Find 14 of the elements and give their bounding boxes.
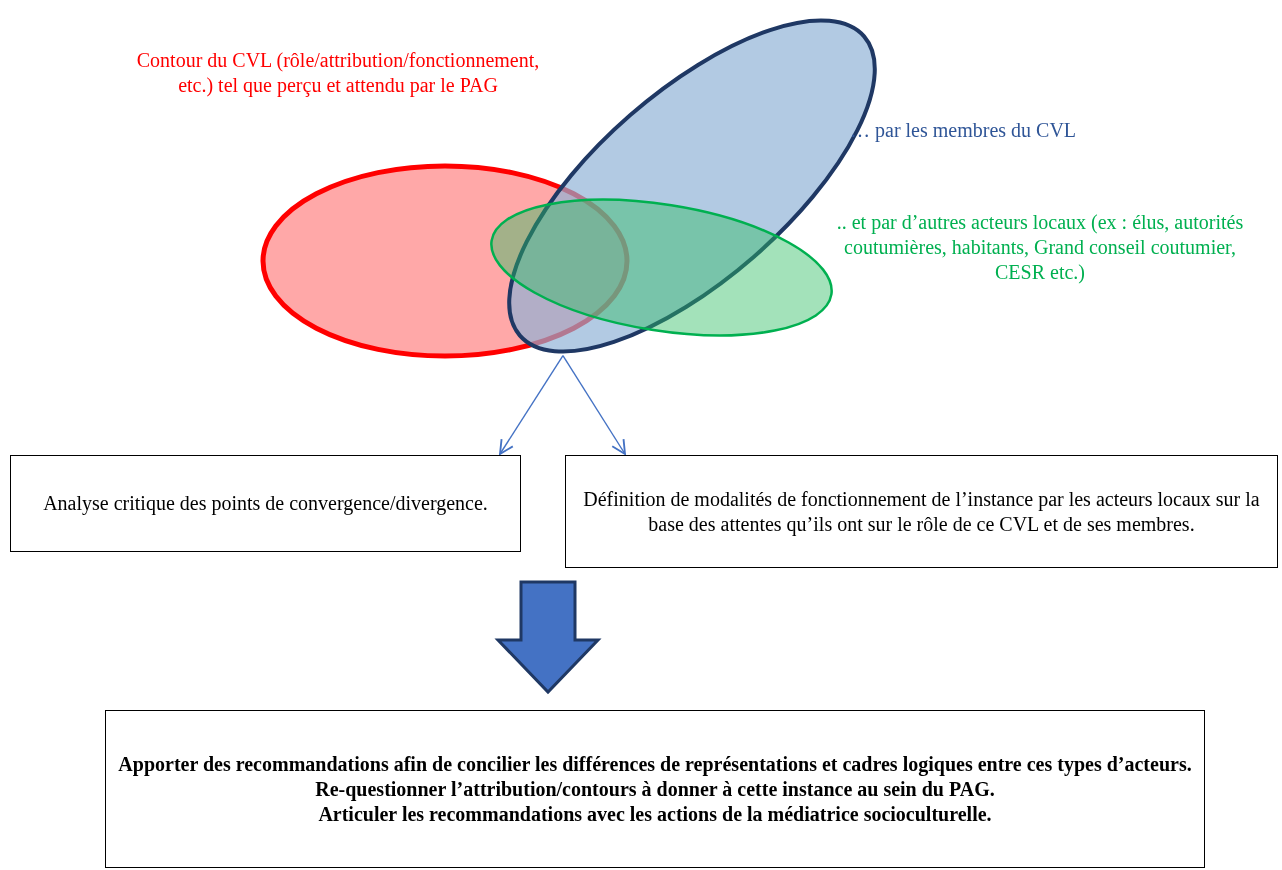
text-box (565, 455, 1278, 568)
text-box (10, 455, 521, 552)
arrow (499, 354, 564, 455)
box-text: Articuler les recommandations avec les actions de la médiatrice socioculturelle. (318, 801, 992, 827)
box-text: Analyse critique des points de convergence/divergence. (43, 491, 488, 516)
block-arrow (494, 580, 602, 695)
ellipse-caption: .. et par d’autres acteurs locaux (ex : élus, autorités coutumières, habitants, Grand conseil coutumier, CESR etc.) (836, 210, 1244, 285)
ellipse-caption: … par les membres du CVL (850, 118, 1078, 143)
box-text: Apporter des recommandations afin de concilier les différences de représentations et cadres logiques entre ces types d’acteurs. (118, 751, 1192, 777)
box-text: Définition de modalités de fonctionnement de l’instance par les acteurs locaux sur la base des attentes qu’ils ont sur le rôle de ce CVL et de ses membres. (582, 486, 1261, 537)
box-text: Re-questionner l’attribution/contours à donner à cette instance au sein du PAG. (315, 776, 995, 802)
text-box (105, 710, 1205, 868)
arrow (562, 354, 626, 455)
ellipse-caption: Contour du CVL (rôle/attribution/fonctionnement, etc.) tel que perçu et attendu par le PAG (135, 48, 541, 98)
